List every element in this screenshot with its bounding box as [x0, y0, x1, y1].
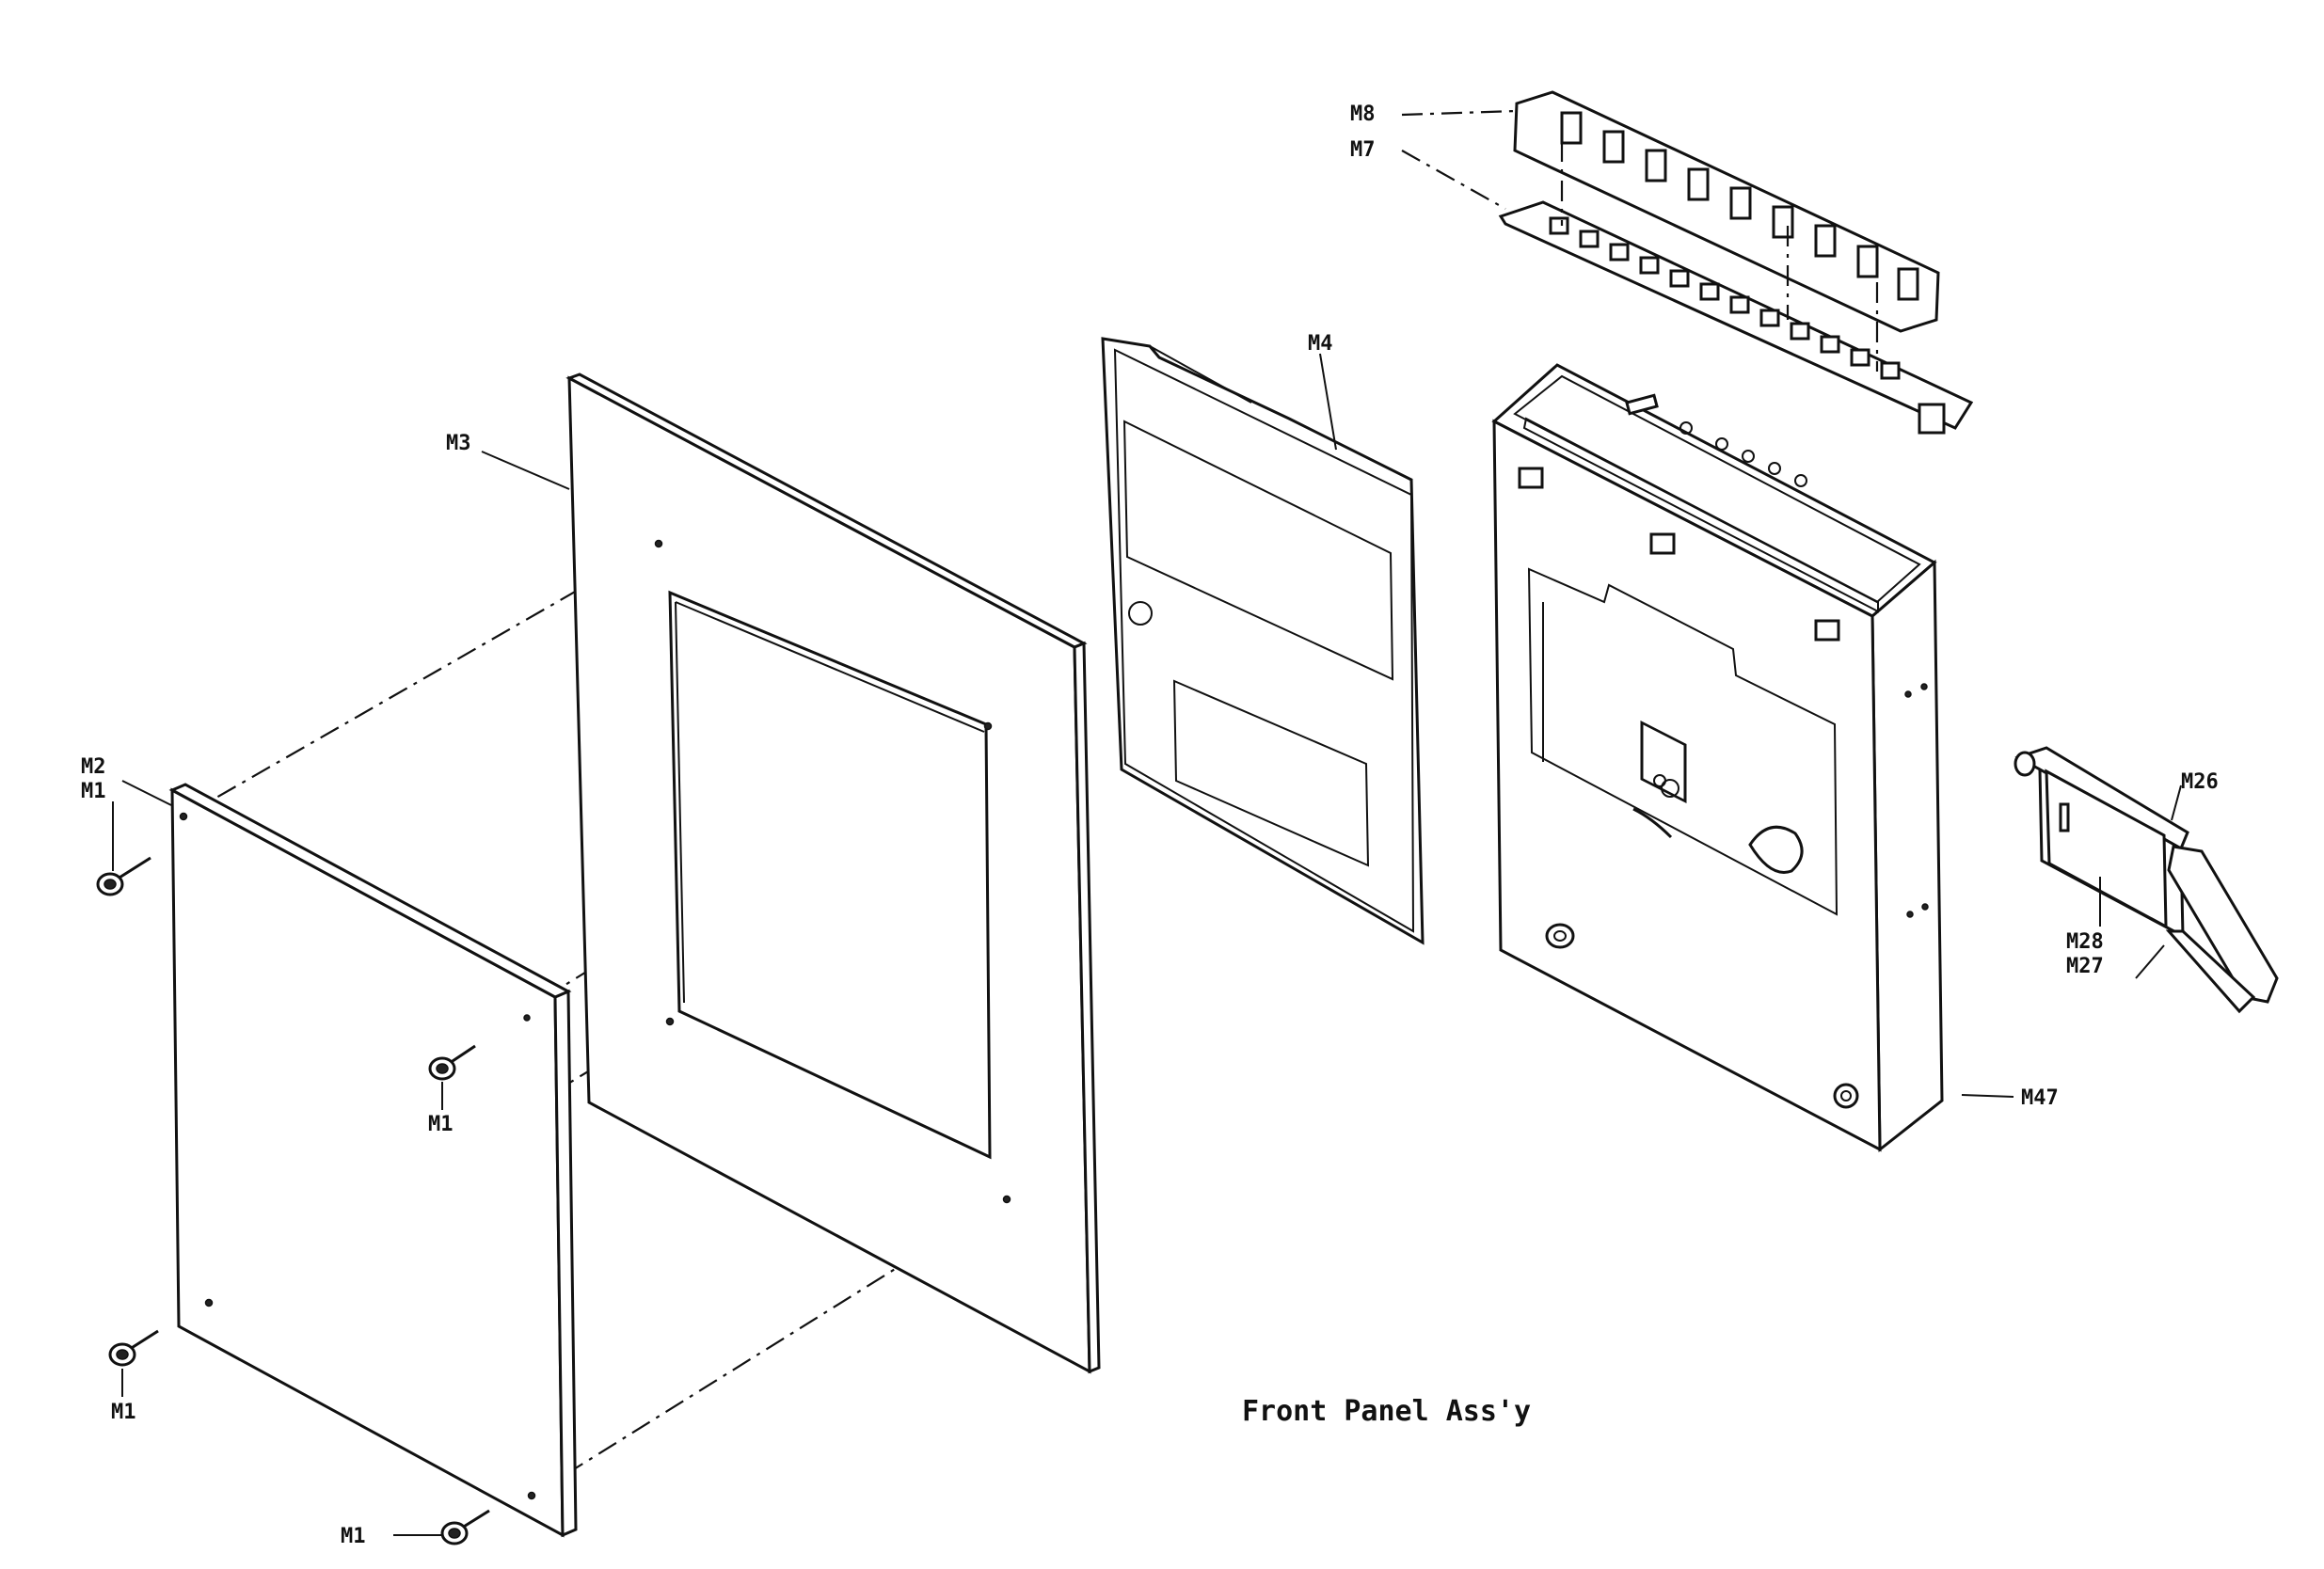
- inner-panel-m4: [1101, 337, 1425, 945]
- bracket-m8: [1513, 90, 1940, 372]
- board-buttons: [1549, 216, 1901, 380]
- diagram-title: Front Panel Ass'y: [1242, 1395, 1531, 1428]
- screw-m1-bottom: [440, 1509, 490, 1545]
- label-m2: M2: [81, 755, 106, 779]
- screw-m1-bottom-left: [108, 1329, 159, 1367]
- bezel-panel-m3: [565, 372, 1101, 1374]
- label-m27: M27: [2066, 955, 2104, 978]
- label-m1-top: M1: [81, 780, 106, 803]
- front-plate-m2: [168, 783, 578, 1538]
- stand-assembly-m26: [2014, 746, 2279, 1014]
- label-m8: M8: [1350, 103, 1376, 126]
- label-m7: M7: [1350, 138, 1376, 162]
- part-labels: M2 M1 M1 M1 M1 M3 M4 M8 M7 M26 M28 M27 M…: [81, 103, 2219, 1548]
- leader-lines: [112, 109, 2182, 1536]
- label-m1-bottom: M1: [341, 1525, 366, 1548]
- label-m4: M4: [1308, 332, 1333, 356]
- label-m3: M3: [446, 432, 471, 455]
- label-m1-center: M1: [428, 1113, 454, 1136]
- label-m47: M47: [2021, 1086, 2059, 1110]
- label-m1-bottom-left: M1: [111, 1401, 136, 1424]
- button-board-m7: [1498, 200, 1974, 435]
- label-m28: M28: [2066, 930, 2104, 954]
- label-m26: M26: [2181, 770, 2219, 794]
- bracket-tabs: [1560, 111, 1919, 301]
- screw-m1-top-left: [96, 856, 151, 896]
- chassis-m47: [1491, 363, 1944, 1153]
- screw-m1-center: [428, 1044, 476, 1081]
